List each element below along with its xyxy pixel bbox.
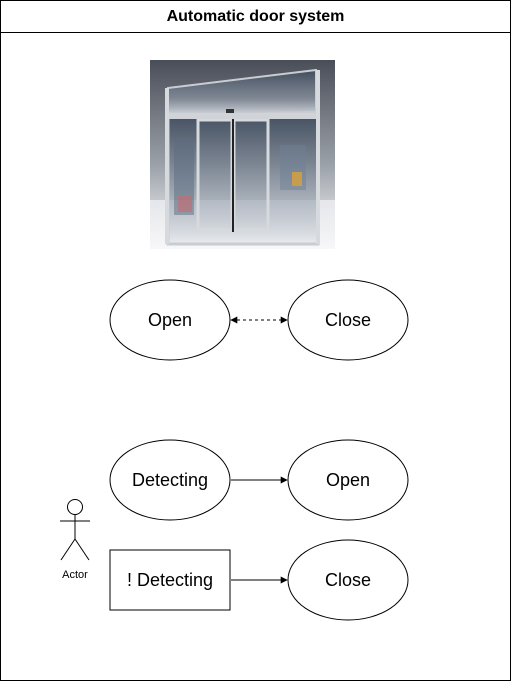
- node-open-top-label: Open: [148, 310, 192, 330]
- node-close-top[interactable]: Close: [287, 279, 409, 361]
- node-open-top[interactable]: Open: [109, 279, 231, 361]
- node-open-mid[interactable]: Open: [287, 439, 409, 521]
- node-close-bottom-label: Close: [325, 570, 371, 590]
- automatic-door-photo: [150, 60, 335, 249]
- node-open-mid-label: Open: [326, 470, 370, 490]
- node-detecting[interactable]: Detecting: [109, 439, 231, 521]
- actor-icon[interactable]: [60, 499, 90, 561]
- node-detecting-label: Detecting: [132, 470, 208, 490]
- title-bar: Automatic door system: [1, 1, 510, 33]
- node-not-detecting-label: ! Detecting: [127, 570, 213, 590]
- actor-label: Actor: [62, 569, 88, 581]
- node-not-detecting[interactable]: ! Detecting: [109, 549, 231, 611]
- node-close-bottom[interactable]: Close: [287, 539, 409, 621]
- node-close-top-label: Close: [325, 310, 371, 330]
- diagram-title: Automatic door system: [166, 7, 345, 25]
